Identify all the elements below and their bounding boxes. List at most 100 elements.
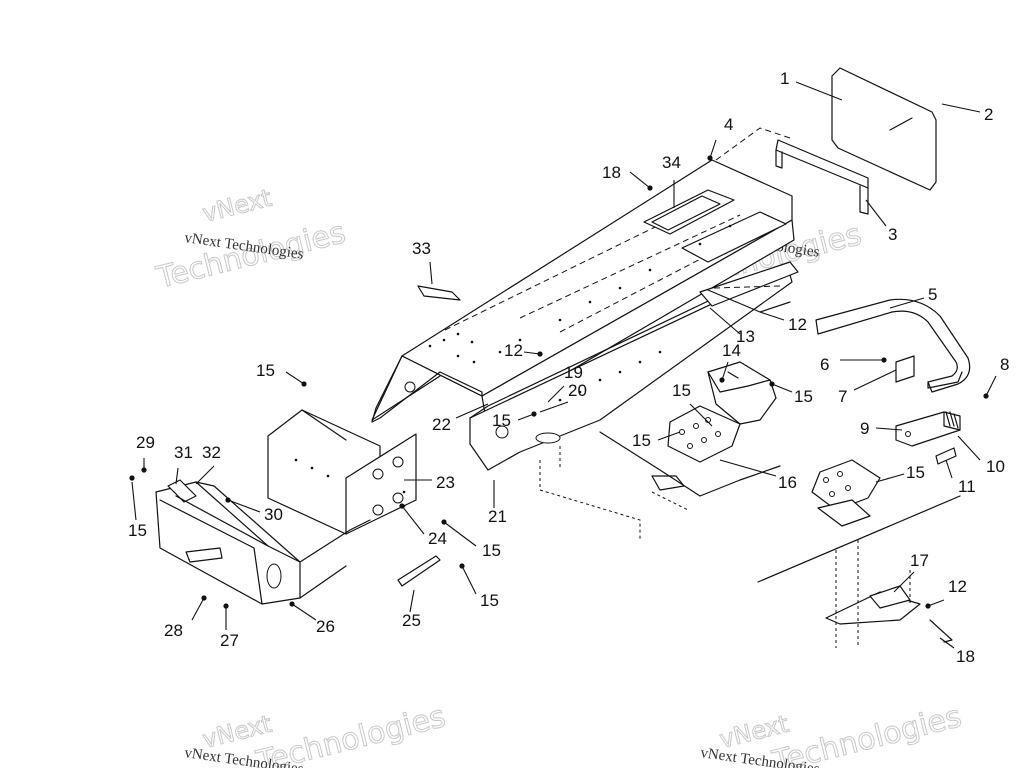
callout-label-c10: 10 (986, 457, 1005, 476)
callout-label-c15h: 15 (482, 541, 501, 560)
leader-line-c11 (945, 459, 953, 479)
leader-line-c15h (443, 521, 477, 547)
watermark-vnext-big: vNext (200, 184, 275, 228)
leader-line-c32 (195, 465, 215, 485)
callout-label-c23: 23 (436, 473, 455, 492)
leader-line-c31 (175, 467, 179, 485)
fastener-c15b (531, 411, 537, 417)
leader-line-c13 (709, 307, 741, 335)
fastener-c15i (459, 563, 465, 569)
fastener-c15g (129, 475, 135, 481)
plate-part-7 (895, 355, 915, 383)
callout-label-c15f: 15 (906, 463, 925, 482)
fastener-c15a (301, 381, 307, 387)
rear-bumper-part-5 (815, 298, 971, 393)
callout-label-c20: 20 (568, 381, 587, 400)
leader-line-c16 (719, 459, 777, 477)
fastener-c29 (141, 467, 147, 473)
plate-part-11 (935, 447, 957, 465)
leader-line-c15a (285, 371, 305, 385)
fastener-c27 (223, 603, 229, 609)
callout-label-c27: 27 (220, 631, 239, 650)
leader-line-c3 (865, 199, 887, 227)
callout-label-c4: 4 (724, 115, 733, 134)
callout-label-c18b: 18 (956, 647, 975, 666)
callout-label-c15c: 15 (672, 381, 691, 400)
callout-label-c13: 13 (736, 327, 755, 346)
leader-line-c4 (709, 139, 717, 159)
rear-box-part-23 (267, 409, 417, 535)
watermark-left-bottom: vNext Technologies vNext Technologies (183, 699, 449, 768)
leader-line-c33 (429, 261, 433, 285)
callout-label-c2: 2 (984, 105, 993, 124)
leader-line-c12a (759, 311, 785, 321)
flap-bracket-part-3 (775, 139, 869, 215)
leader-lines (129, 81, 997, 649)
callout-label-c14: 14 (722, 341, 741, 360)
callout-label-c9: 9 (860, 419, 869, 438)
callout-label-c15e: 15 (632, 431, 651, 450)
fastener-c28 (201, 595, 207, 601)
clip-part-33 (417, 285, 461, 301)
callout-label-c11: 11 (958, 477, 976, 496)
leader-line-c14 (721, 361, 729, 381)
callout-label-c12a: 12 (788, 315, 807, 334)
leader-line-c26 (291, 603, 317, 621)
fastener-c15h (441, 519, 447, 525)
callout-label-c19: 19 (564, 363, 583, 382)
leader-line-c30 (227, 499, 261, 513)
callout-label-c28: 28 (164, 621, 183, 640)
callout-label-c3: 3 (888, 225, 897, 244)
callout-label-c1: 1 (780, 69, 789, 88)
fastener-c14 (719, 377, 725, 383)
watermark-right-bottom: vNext Technologies vNext Technologies (699, 699, 965, 768)
leader-line-c15c (689, 403, 713, 427)
fastener-c4 (707, 155, 713, 161)
callout-label-c15a: 15 (256, 361, 275, 380)
fastener-c18a (647, 185, 653, 191)
leader-line-c15g (131, 481, 137, 521)
leader-line-c15e (657, 431, 681, 441)
leader-line-c9 (875, 427, 903, 431)
bracket-part-25 (397, 555, 441, 587)
callout-label-c24: 24 (428, 529, 447, 548)
callout-label-c21: 21 (488, 507, 507, 526)
leader-line-c2 (941, 103, 981, 113)
callout-label-c15i: 15 (480, 591, 499, 610)
grab-handle-part-9 (895, 411, 961, 447)
callout-label-c34: 34 (662, 153, 681, 172)
leader-line-c7 (853, 369, 897, 391)
leader-line-c12c (927, 599, 945, 607)
tunnel-rivets (428, 224, 732, 364)
leader-line-c24 (401, 505, 425, 535)
callout-label-c12b: 12 (504, 341, 523, 360)
callout-label-c32: 32 (202, 443, 221, 462)
front-bulkhead-part-26 (155, 479, 371, 605)
leader-line-c1 (795, 81, 843, 101)
leader-line-c15i (461, 565, 477, 595)
callout-label-c6: 6 (820, 355, 829, 374)
callout-label-c17: 17 (910, 551, 929, 570)
callout-label-c12c: 12 (948, 577, 967, 596)
callout-label-c8: 8 (1000, 355, 1009, 374)
fastener-c12b (537, 351, 543, 357)
leader-line-c19 (547, 385, 565, 403)
callout-label-c30: 30 (264, 505, 283, 524)
leader-line-c22 (455, 403, 489, 419)
runner-rail (757, 495, 961, 648)
leader-line-c28 (191, 597, 205, 621)
callout-label-c25: 25 (402, 611, 421, 630)
callout-label-c15b: 15 (492, 411, 511, 430)
center-plate-right (811, 459, 881, 527)
callout-label-c31: 31 (174, 443, 193, 462)
leader-line-c15f (875, 473, 905, 483)
flap-part-1 (831, 67, 937, 191)
leader-line-c17 (893, 571, 915, 593)
fastener-c6 (881, 357, 887, 363)
fastener-c24 (399, 503, 405, 509)
callout-label-c29: 29 (136, 433, 155, 452)
watermark-technologies-big: Technologies (152, 215, 348, 296)
fastener-c26 (289, 601, 295, 607)
